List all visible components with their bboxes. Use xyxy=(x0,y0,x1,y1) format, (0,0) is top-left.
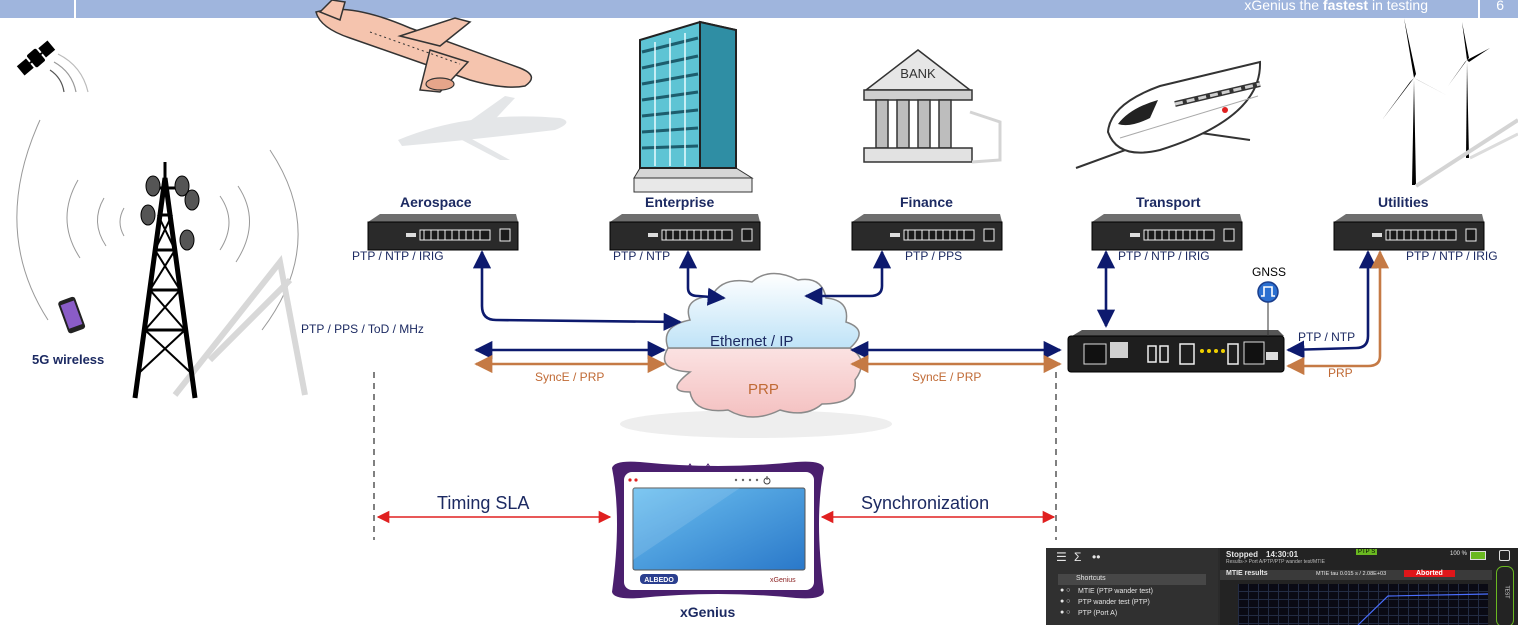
smartphone-icon xyxy=(58,296,86,334)
cell-tower-icon xyxy=(132,162,200,399)
synce-right-label: SyncE / PRP xyxy=(912,370,982,384)
protocols-finance: PTP / PPS xyxy=(905,249,963,263)
synce-left-label: SyncE / PRP xyxy=(535,370,605,384)
protocols-transport: PTP / NTP / IRIG xyxy=(1118,249,1210,263)
signal-arc xyxy=(235,185,250,263)
switch-transport xyxy=(1091,214,1243,251)
albedo-logo xyxy=(640,574,678,584)
switch-aerospace xyxy=(367,214,519,251)
timing-sla-label: Timing SLA xyxy=(437,493,530,513)
wind-turbine-icon xyxy=(1382,18,1518,188)
sector-label-finance: Finance xyxy=(900,194,953,210)
status-badge: Aborted xyxy=(1404,570,1455,577)
results-title: MTIE results xyxy=(1226,570,1268,577)
ptp-badge: PTP S xyxy=(1356,549,1378,555)
shortcuts-panel: ☰ Σ •• Shortcuts ● ○ MTIE (PTP wander te… xyxy=(1046,548,1218,625)
airplane-shadow xyxy=(398,96,567,160)
sector-label-transport: Transport xyxy=(1136,194,1201,210)
top-bar: xGenius the fastest in testing 6 xyxy=(0,0,1518,18)
window-icon[interactable] xyxy=(1499,550,1510,561)
sector-label-aerospace: Aerospace xyxy=(400,194,472,210)
protocols-aerospace: PTP / NTP / IRIG xyxy=(352,249,444,263)
tree-icon: ● ○ xyxy=(1060,609,1071,616)
link-finance xyxy=(804,250,892,306)
results-panel: Stopped 14:30:01 PTP S Results-> Port A/… xyxy=(1220,548,1518,625)
tree-item-label: PTP (Port A) xyxy=(1078,610,1118,617)
tree-item[interactable]: ● ○ PTP (Port A) xyxy=(1058,609,1218,618)
top-bar-divider xyxy=(74,0,76,18)
office-building-icon xyxy=(633,20,754,193)
shortcuts-label: Shortcuts xyxy=(1076,575,1106,582)
gnss-icon xyxy=(1257,281,1279,336)
bank-sign: BANK xyxy=(900,66,936,81)
link-aerospace xyxy=(472,250,682,331)
albedo-logo-text: ALBEDO xyxy=(644,577,674,584)
top-bar-divider xyxy=(1478,0,1480,18)
wireless-label: 5G wireless xyxy=(32,352,105,367)
protocols-utilities: PTP / NTP / IRIG xyxy=(1406,249,1498,263)
switch-enterprise xyxy=(609,214,761,251)
signal-arc xyxy=(261,149,299,331)
link-prp-utilities xyxy=(1286,250,1390,376)
menu-icon[interactable]: ☰ xyxy=(1056,550,1067,564)
xgenius-label: xGenius xyxy=(680,604,736,620)
protocols-wireless: PTP / PPS / ToD / MHz xyxy=(301,322,424,336)
airplane-icon xyxy=(315,0,533,93)
cloud-label-ethernet: Ethernet / IP xyxy=(710,333,794,350)
mtie-curve xyxy=(1357,593,1488,625)
test-side-tab-label: TEST xyxy=(1503,585,1510,599)
cloud-label-prp: PRP xyxy=(748,381,779,398)
switch-utilities xyxy=(1333,214,1485,251)
shortcuts-header[interactable]: Shortcuts xyxy=(1058,574,1206,585)
tree-icon: ● ○ xyxy=(1060,587,1071,594)
tree-item[interactable]: ● ○ MTIE (PTP wander test) xyxy=(1058,587,1218,596)
signal-arc xyxy=(119,207,125,237)
tower-shadow xyxy=(172,254,308,397)
cloud-shadow xyxy=(620,410,892,438)
protocols-enterprise: PTP / NTP xyxy=(613,249,671,263)
tree-item[interactable]: ● ○ PTP wander test (PTP) xyxy=(1058,598,1218,607)
results-value: MTIE tau 0.015 s / 2.08E+03 xyxy=(1316,571,1387,577)
prp-uplink-label: PRP xyxy=(1328,366,1353,380)
more-icon[interactable]: •• xyxy=(1092,550,1101,564)
signal-arc xyxy=(97,197,107,247)
sector-label-enterprise: Enterprise xyxy=(645,194,715,210)
battery-icon xyxy=(1470,551,1486,560)
page-number: 6 xyxy=(1496,0,1504,13)
switch-finance xyxy=(851,214,1003,251)
clock: 14:30:01 xyxy=(1266,550,1299,559)
battery-level: 100 % xyxy=(1450,551,1468,557)
xgenius-tester: ALBEDO xGenius xyxy=(612,461,824,599)
signal-arc xyxy=(219,195,230,251)
signal-arc xyxy=(16,119,49,321)
mtie-chart-area xyxy=(1238,584,1488,625)
tree-item-label: PTP wander test (PTP) xyxy=(1078,599,1150,606)
results-titlebar: MTIE results MTIE tau 0.015 s / 2.08E+03… xyxy=(1220,570,1492,580)
run-state: Stopped xyxy=(1226,550,1258,559)
sector-label-utilities: Utilities xyxy=(1378,194,1429,210)
bank-building-icon: BANK xyxy=(863,49,1002,164)
sigma-icon[interactable]: Σ xyxy=(1074,550,1082,564)
tree-item-label: MTIE (PTP wander test) xyxy=(1078,588,1153,595)
tree-icon: ● ○ xyxy=(1060,598,1071,605)
results-path: Results-> Port A/PTP/PTP wander test/MTI… xyxy=(1226,559,1325,565)
train-icon xyxy=(1075,60,1262,169)
link-enterprise xyxy=(678,250,726,306)
grandmaster-device xyxy=(1067,330,1285,373)
satellite-icon xyxy=(16,40,89,93)
model-label: xGenius xyxy=(770,577,796,584)
uplink-label: PTP / NTP xyxy=(1298,330,1356,344)
test-side-tab[interactable]: TEST xyxy=(1496,566,1514,625)
gnss-label: GNSS xyxy=(1252,265,1287,279)
xgenius-screen-panel: ☰ Σ •• Shortcuts ● ○ MTIE (PTP wander te… xyxy=(1046,548,1518,625)
synchronization-label: Synchronization xyxy=(861,493,990,513)
signal-arc xyxy=(66,179,81,259)
tagline: xGenius the fastest in testing xyxy=(1244,0,1428,13)
